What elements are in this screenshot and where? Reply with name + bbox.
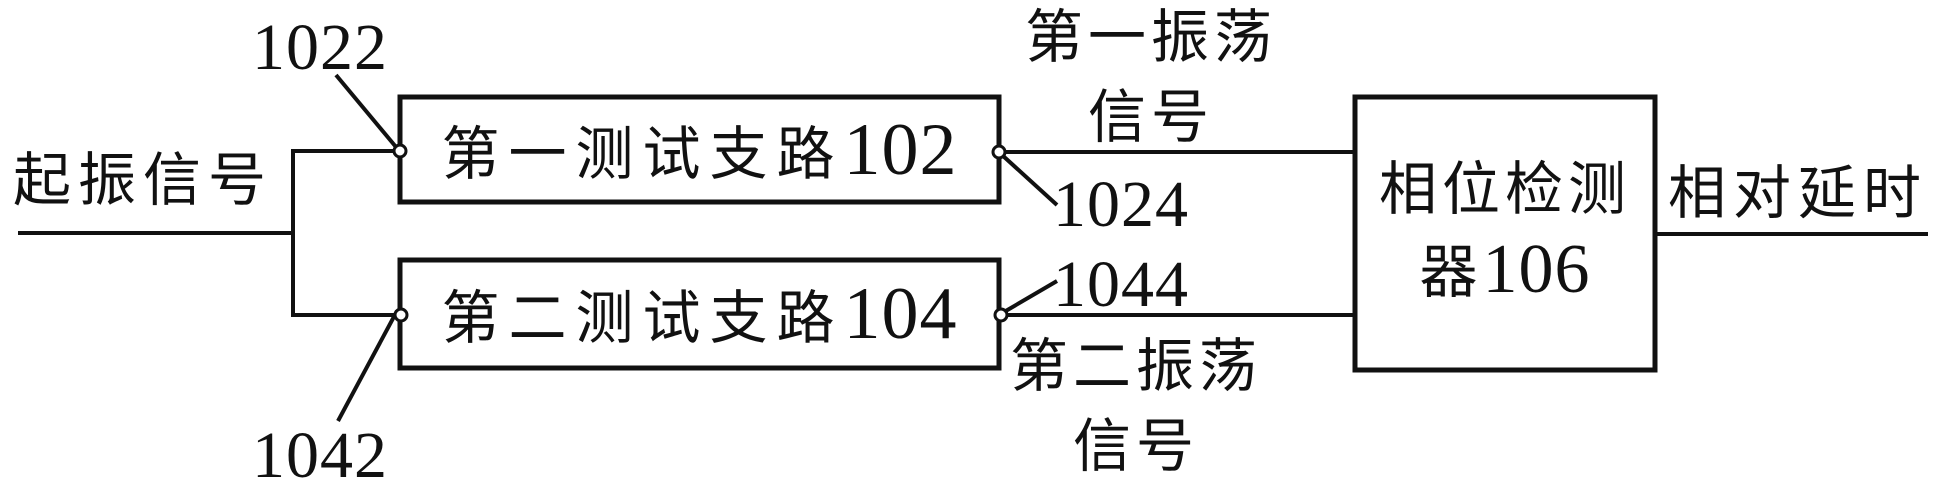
osc2-label: 第二振荡 信号 xyxy=(1005,327,1267,487)
leader-line-1044 xyxy=(1002,279,1059,314)
connector-node-1024 xyxy=(991,144,1007,160)
output-signal-label: 相对延时 xyxy=(1668,161,1929,226)
phase-detector-line2: 器106 xyxy=(1355,230,1655,313)
label-second-test-branch: 第二测试支路104 xyxy=(400,260,999,368)
osc1-label-line2: 信号 xyxy=(1087,85,1214,150)
phase-detector-line2-prefix: 器 xyxy=(1419,240,1483,305)
phase-detector-line1: 相位检测 xyxy=(1378,157,1631,222)
first-test-branch-name: 第一测试支路 xyxy=(441,121,844,187)
first-test-branch-number: 102 xyxy=(843,108,958,191)
second-test-branch-number: 104 xyxy=(843,273,958,355)
label-first-test-branch: 第一测试支路102 xyxy=(400,97,999,202)
osc2-label-line2: 信号 xyxy=(1072,414,1199,479)
box-phase-detector xyxy=(1352,94,1658,373)
osc1-label: 第一振荡 信号 xyxy=(1022,0,1280,158)
ref-1044: 1044 xyxy=(1053,248,1189,321)
ref-1022: 1022 xyxy=(252,11,388,84)
input-signal-label: 起振信号 xyxy=(13,148,274,213)
osc1-label-line1: 第一振荡 xyxy=(1024,5,1277,70)
label-phase-detector: 相位检测 器106 xyxy=(1355,150,1655,313)
leader-line-1042 xyxy=(336,310,399,422)
leader-line-1022 xyxy=(334,73,398,149)
phase-detector-number: 106 xyxy=(1482,231,1591,308)
connector-node-1042 xyxy=(393,307,409,323)
second-test-branch-name: 第二测试支路 xyxy=(441,286,844,351)
osc2-label-line1: 第二振荡 xyxy=(1009,334,1262,399)
connector-node-1022 xyxy=(392,143,408,159)
ref-1042: 1042 xyxy=(252,419,388,491)
connector-node-1044 xyxy=(993,307,1009,323)
leader-line-1024 xyxy=(1000,153,1059,207)
ref-1024: 1024 xyxy=(1053,168,1189,241)
